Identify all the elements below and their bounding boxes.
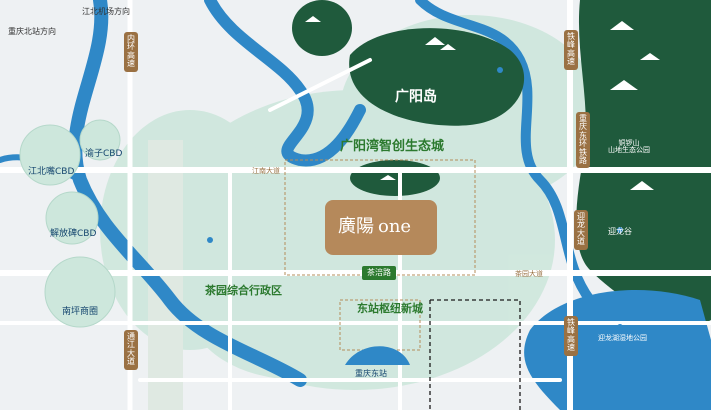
hub-new-city-label: 东站枢纽新城 [357,302,423,315]
road-label-jiangnan: 江南大道 [252,167,280,175]
road-tag-chongqing-dong: 重庆东环铁路 [576,112,590,169]
chayuan-district-label: 茶园综合行政区 [205,284,282,297]
chongqing-east-station: 重庆东站 [355,369,387,378]
station-icon [345,346,410,365]
rail [429,299,521,410]
metro-chayuan-badge: 茶涪路 [362,266,396,280]
cbd-circles [19,119,121,328]
mountain-icons [305,16,660,190]
brand-name-cn: 廣陽 [338,216,374,237]
road-tag-tiefeng-south: 铁峰高速 [564,316,578,356]
road-tag-yinglong: 迎龙大道 [574,210,588,250]
road-tag-neihuan: 内环高速 [124,32,138,72]
yinglong-valley-label: 迎龙谷 [608,227,632,236]
cbd-nanping: 南坪商圈 [62,307,99,317]
road-tag-tongjiang: 通江大道 [124,330,138,370]
cbd-yuzi: 渝子CBD [85,149,123,159]
brand-name-en: one [378,216,412,237]
guangyang-island-label: 广阳岛 [395,89,437,105]
river [0,0,595,387]
airport-direction: 江北机场方向 [82,7,130,16]
project-marker-box [325,200,437,255]
eco-city-label: 广阳湾智创生态城 [340,139,445,154]
north-station-direction: 重庆北站方向 [8,27,56,36]
cbd-jiefangbei: 解放碑CBD [50,229,97,239]
wetland-park-label: 迎龙湖湿地公园 [598,334,647,342]
tongluo-park-label: 铜锣山 山地生态公园 [608,139,650,154]
poi-markers [207,67,623,330]
road-label-chayuan: 茶园大道 [515,270,543,278]
road-tag-tiefeng: 铁峰高速 [564,30,578,70]
cbd-jiangbeizui: 江北嘴CBD [28,167,75,177]
